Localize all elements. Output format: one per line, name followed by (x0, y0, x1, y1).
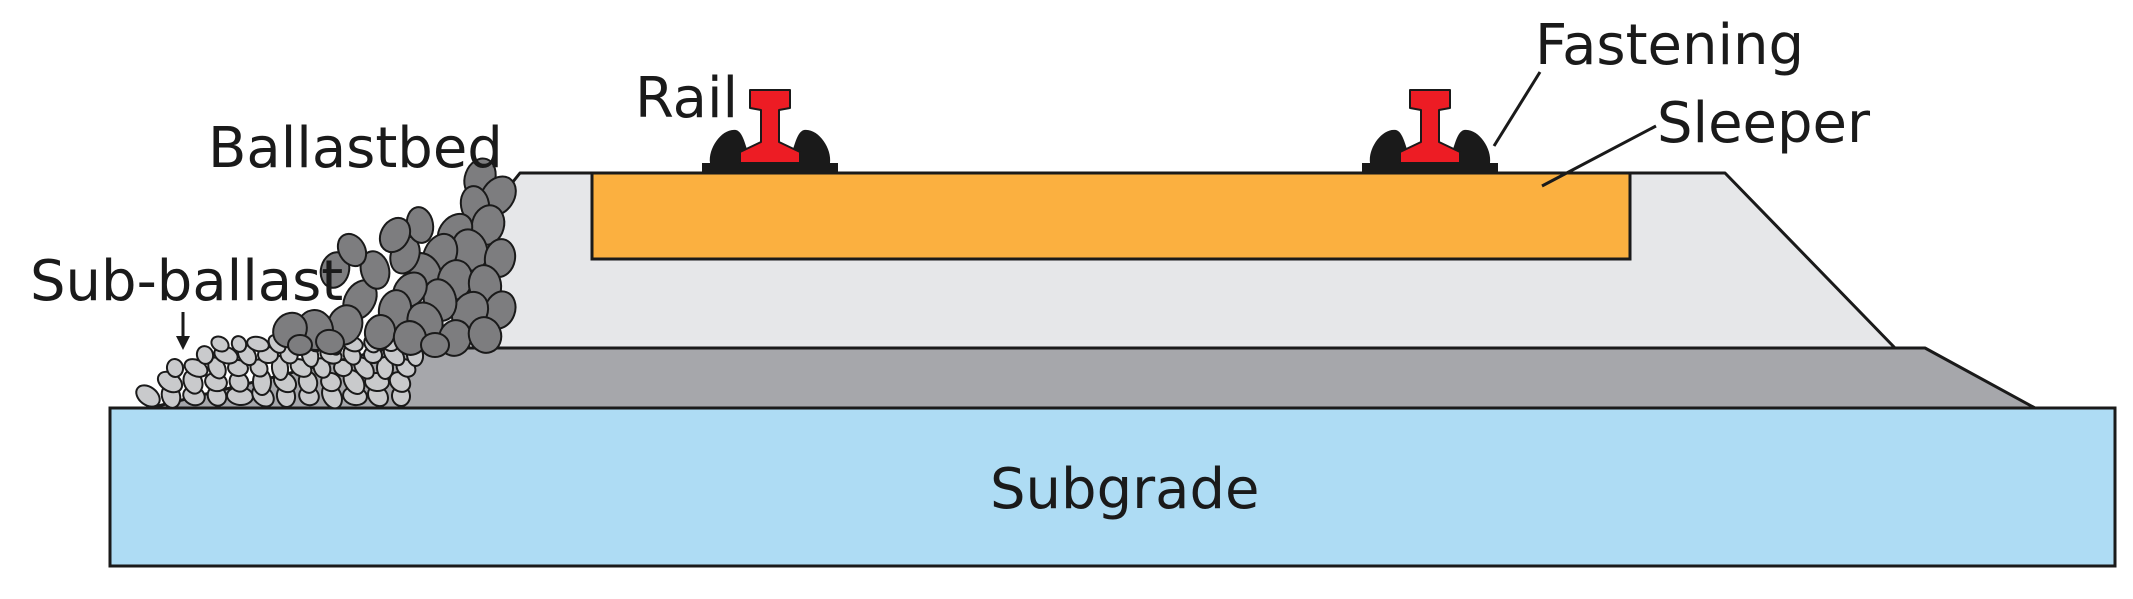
ballast-stone (420, 332, 450, 358)
rail-assembly-right (1362, 89, 1498, 174)
ballast-stone (315, 328, 345, 356)
sub-ballast-label: Sub-ballast (30, 249, 343, 314)
ballast-stone (378, 216, 412, 254)
fastening-base-plate (702, 163, 838, 174)
ballast-stone (336, 232, 368, 268)
sub-ballast-arrow (176, 312, 190, 350)
sleeper-leader-line (1541, 124, 1657, 188)
sleeper-label: Sleeper (1657, 91, 1871, 156)
ballast-stones (272, 157, 517, 358)
fastening-base-plate (1362, 163, 1498, 174)
sub-ballast-stone (246, 335, 270, 353)
ballastbed-label: Ballastbed (208, 116, 503, 181)
subgrade-layer (108, 406, 2117, 568)
sub-ballast-stone (165, 358, 185, 378)
sub-ballast-stone (227, 358, 249, 378)
ballast-stone (467, 316, 503, 354)
sub-ballast-stone (195, 345, 215, 365)
ballast-stone (392, 320, 428, 356)
sub-ballast-stone (135, 384, 161, 408)
ballast-stone (359, 250, 391, 290)
fastening-label: Fastening (1535, 13, 1804, 78)
rail (1399, 89, 1461, 164)
sub-ballast-stone (230, 335, 248, 353)
ballast-stone (287, 334, 313, 356)
subgrade-label: Subgrade (990, 457, 1259, 522)
fastening-leader-line (1492, 71, 1542, 147)
sub-ballast-stone (210, 335, 230, 353)
rail (739, 89, 801, 164)
rail-assembly-left (702, 89, 838, 174)
rail-label: Rail (635, 66, 738, 131)
sleeper (590, 171, 1632, 261)
